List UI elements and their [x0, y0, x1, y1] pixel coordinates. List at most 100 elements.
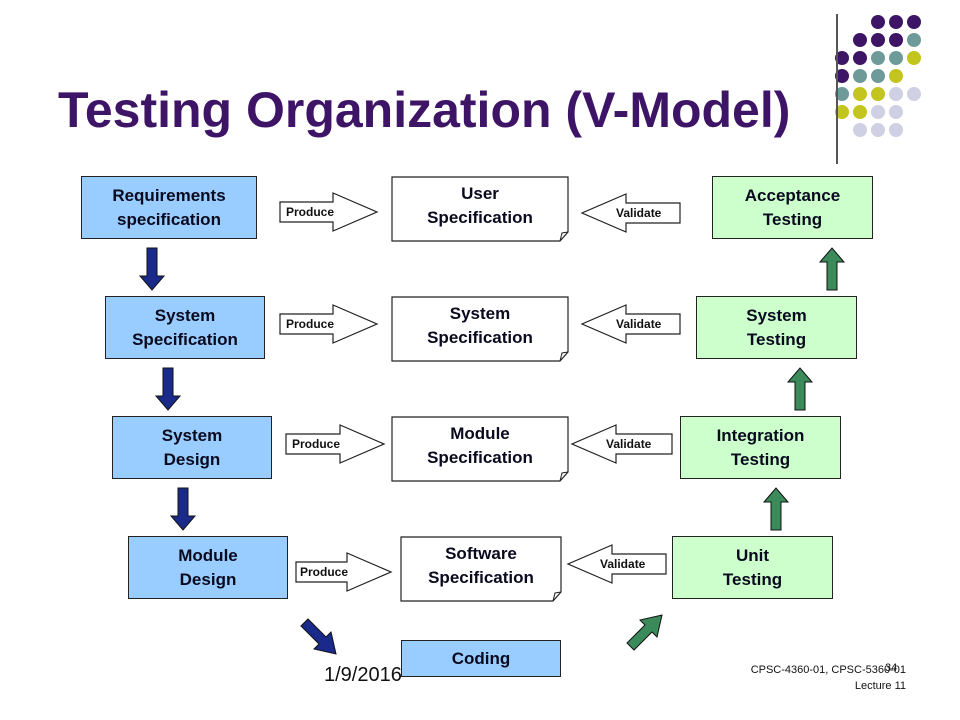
decorative-dot — [889, 69, 903, 83]
decorative-dot — [853, 33, 867, 47]
decorative-dot — [871, 123, 885, 137]
produce-label-1: Produce — [286, 205, 335, 219]
footer-lecture: Lecture 11 — [854, 680, 906, 692]
decorative-dot — [907, 87, 921, 101]
produce-arrow-3 — [285, 424, 386, 464]
produce-label-4: Produce — [300, 565, 349, 579]
doc-shape-system-spec — [391, 296, 569, 362]
doc-shape-user-spec — [391, 176, 569, 242]
box-line: Integration — [716, 425, 805, 445]
box-line: Module — [178, 545, 238, 565]
box-line: Design — [163, 449, 221, 469]
coding-label: Coding — [451, 648, 511, 668]
doc-shape-software-spec — [400, 536, 562, 602]
decorative-dot — [853, 69, 867, 83]
decorative-dot — [835, 51, 849, 65]
decorative-dot — [835, 87, 849, 101]
box-line: Unit — [735, 545, 770, 565]
box-line: specification — [117, 209, 221, 229]
decorative-dot — [871, 15, 885, 29]
decorative-dot — [889, 33, 903, 47]
box-line: System — [154, 305, 216, 325]
decorative-dot — [907, 51, 921, 65]
doc-line: Software — [445, 544, 517, 563]
decorative-dot — [871, 51, 885, 65]
validate-arrow-3 — [570, 424, 673, 464]
box-line: System — [746, 305, 807, 325]
doc-line: Specification — [427, 328, 533, 347]
page-number: 34 — [885, 662, 898, 674]
decorative-dot — [889, 123, 903, 137]
decorative-dot — [871, 87, 885, 101]
box-line: Testing — [762, 209, 823, 229]
down-arrow-diagonal — [300, 618, 337, 655]
up-arrow-2 — [786, 367, 814, 411]
validate-label-2: Validate — [616, 317, 662, 331]
decorative-dot — [835, 105, 849, 119]
footer-course-info: CPSC-4360-01, CPSC-5360-01 Lecture 11 — [716, 662, 906, 694]
box-line: Requirements — [112, 185, 226, 205]
decorative-dot — [871, 105, 885, 119]
doc-line: System — [449, 304, 511, 323]
validate-label-4: Validate — [600, 557, 646, 571]
decorative-dot — [853, 51, 867, 65]
box-requirements-specification: Requirements specification — [81, 176, 257, 239]
divider-line — [836, 14, 838, 164]
box-line: Design — [179, 569, 237, 589]
doc-line: Specification — [428, 568, 534, 587]
footer-course: CPSC-4360-01, CPSC-5360-01 — [750, 664, 906, 676]
validate-arrow-2 — [580, 304, 681, 344]
decorative-dot — [889, 87, 903, 101]
validate-arrow-1 — [580, 193, 681, 233]
produce-label-3: Produce — [292, 437, 341, 451]
box-line: Acceptance — [744, 185, 841, 205]
decorative-dot — [907, 15, 921, 29]
produce-arrow-4 — [295, 552, 393, 592]
page-title: Testing Organization (V-Model) — [58, 82, 791, 138]
decorative-dot — [871, 69, 885, 83]
box-line: Testing — [722, 569, 783, 589]
decorative-dot — [889, 105, 903, 119]
produce-arrow-2 — [279, 304, 379, 344]
footer-date: 1/9/2016 — [324, 664, 402, 686]
decorative-dot — [853, 105, 867, 119]
decorative-dot — [853, 87, 867, 101]
produce-label-2: Produce — [286, 317, 335, 331]
down-arrow-1 — [138, 247, 166, 291]
doc-line: User — [461, 184, 499, 203]
doc-shape-module-spec — [391, 416, 569, 482]
decorative-dot — [853, 123, 867, 137]
decorative-dot — [871, 33, 885, 47]
doc-line: Specification — [427, 208, 533, 227]
decorative-dot — [835, 69, 849, 83]
box-line: Testing — [746, 329, 807, 349]
decorative-dot — [889, 51, 903, 65]
doc-line: Module — [450, 424, 510, 443]
validate-arrow-4 — [566, 544, 667, 584]
validate-label-3: Validate — [606, 437, 652, 451]
up-arrow-1 — [762, 487, 790, 531]
produce-arrow-1 — [279, 192, 379, 232]
up-arrow-3 — [818, 247, 846, 291]
box-line: System — [161, 425, 223, 445]
box-line: Testing — [730, 449, 791, 469]
up-arrow-diagonal — [626, 614, 663, 651]
doc-line: Specification — [427, 448, 533, 467]
down-arrow-2 — [154, 367, 182, 411]
decorative-dot — [889, 15, 903, 29]
validate-label-1: Validate — [616, 206, 662, 220]
box-line: Specification — [132, 329, 238, 349]
